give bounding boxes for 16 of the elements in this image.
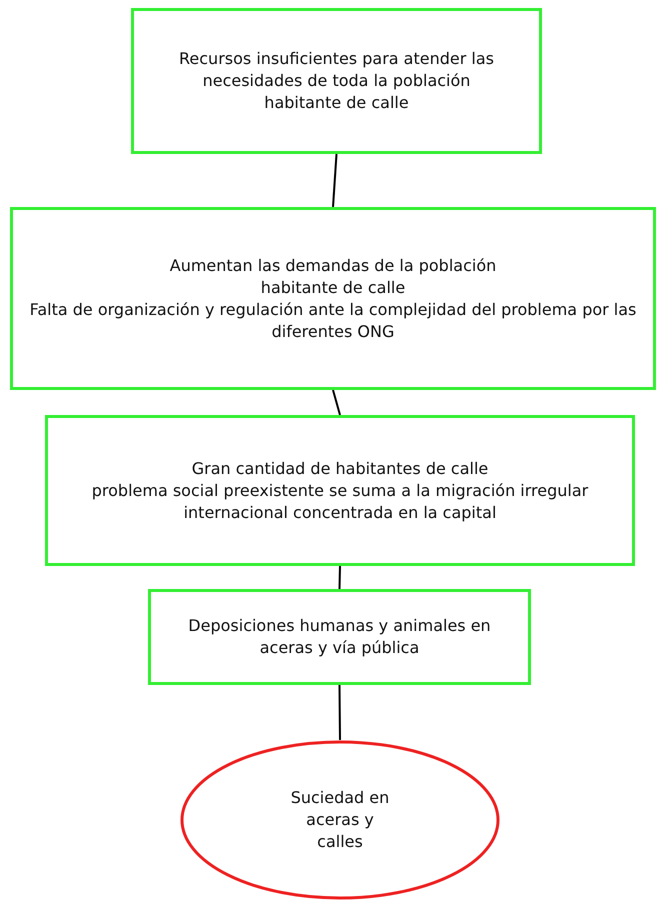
process-box	[131, 8, 542, 154]
node-text: Recursos insuficientes para atender las necesidades de toda la población habitante de calle	[178, 48, 495, 114]
process-box	[148, 589, 531, 685]
node-text: Gran cantidad de habitantes de calle	[192, 458, 488, 480]
node-text: Deposiciones humanas y animales en aceras y vía pública	[187, 615, 492, 659]
connector-line	[338, 566, 341, 590]
connector-line	[332, 154, 338, 208]
node-text: Suciedad en aceras y calles	[290, 787, 390, 853]
process-box	[45, 415, 635, 566]
connector-line	[338, 684, 341, 740]
node-text: Falta de organización y regulación ante la complejidad del problema por las diferentes ONG	[28, 298, 638, 342]
ellipse-node	[180, 740, 500, 900]
node-text: problema social preexistente se suma a la migración irregular internacional concentrada en la capital	[90, 480, 590, 524]
connector-line	[332, 390, 341, 416]
node-text: Aumentan las demandas de la población habitante de calle	[168, 254, 498, 298]
process-box	[10, 207, 656, 390]
